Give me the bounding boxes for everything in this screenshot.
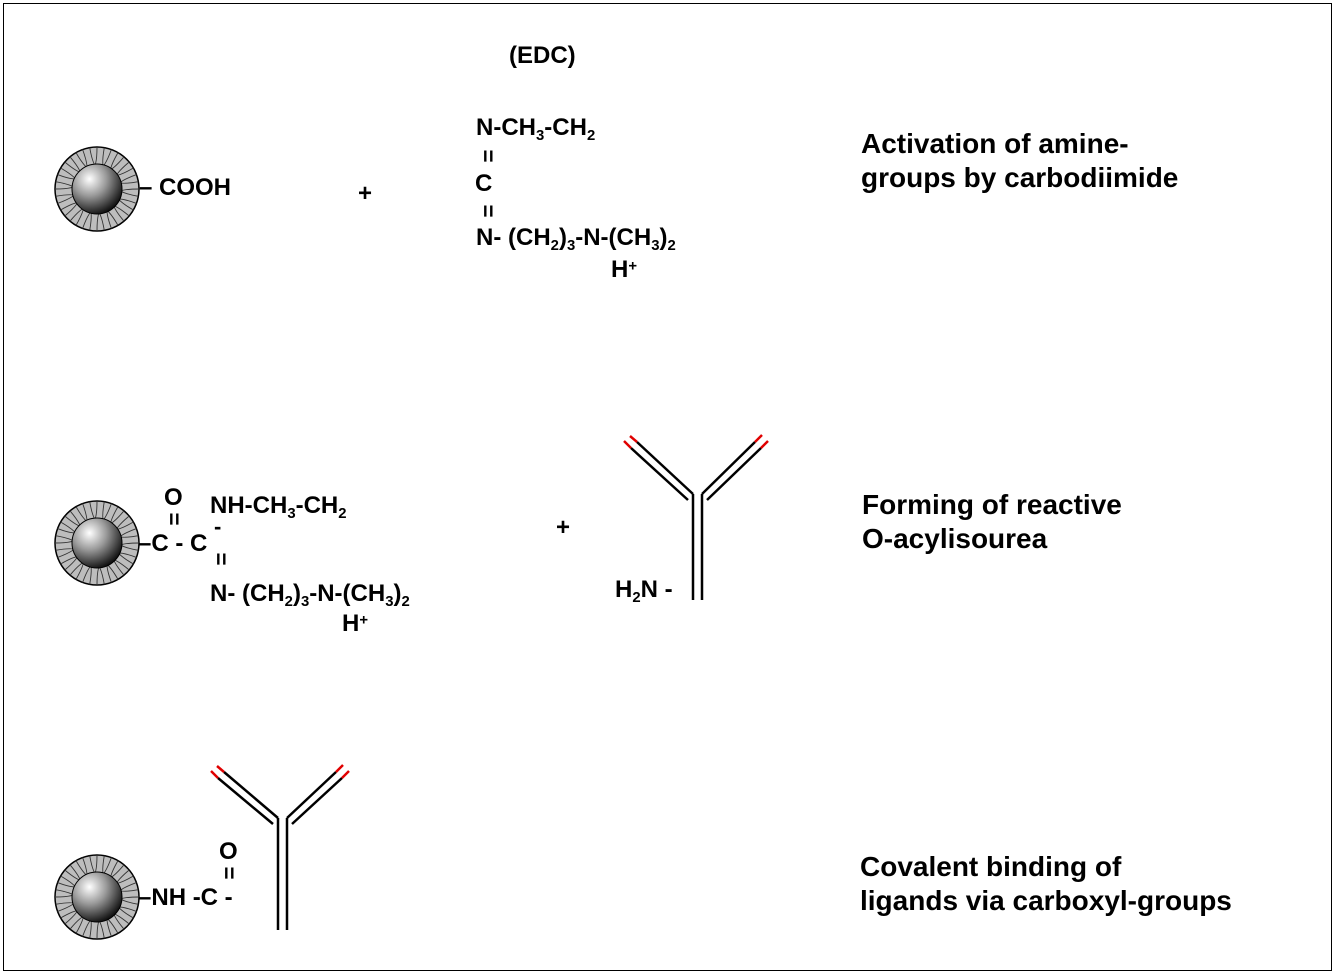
step3-carbonyl-o: O: [219, 838, 238, 865]
amine-group: H2N -: [615, 576, 673, 607]
antibody-1: [623, 434, 769, 600]
edc-carbon: C: [475, 170, 493, 197]
bead-1: [54, 146, 140, 232]
edc-double-bond-2: =: [475, 204, 501, 218]
antibody-2: [210, 764, 350, 930]
step2-chain: –C - C: [138, 530, 208, 557]
bond-1: –: [139, 174, 153, 201]
step2-proton: H+: [342, 610, 369, 637]
plus-1: +: [358, 180, 373, 207]
step2-bottom-line: N- (CH2)3-N-(CH3)2: [210, 580, 410, 611]
bead-3: [54, 854, 140, 940]
edc-line1: N-CH3-CH2: [476, 114, 596, 145]
edc-label: (EDC): [509, 42, 576, 69]
edc-proton: H+: [611, 256, 638, 283]
step2-carbonyl-double-bond: =: [161, 512, 187, 526]
edc-double-bond-1: =: [475, 149, 501, 163]
bead-2: [54, 500, 140, 586]
plus-2: +: [556, 514, 571, 541]
step1-description: Activation of amine-groups by carbodiimi…: [861, 128, 1179, 193]
step3-link: –NH -C -: [138, 884, 233, 911]
step2-carbonyl-o: O: [164, 484, 183, 511]
step2-single-tick: -: [214, 514, 222, 539]
step2-double-bond: =: [208, 552, 234, 566]
cooh-group: COOH: [159, 174, 231, 201]
diagram-frame: [3, 3, 1332, 971]
edc-line3: N- (CH2)3-N-(CH3)2: [476, 224, 676, 255]
step2-top-line: NH-CH3-CH2: [210, 492, 347, 523]
